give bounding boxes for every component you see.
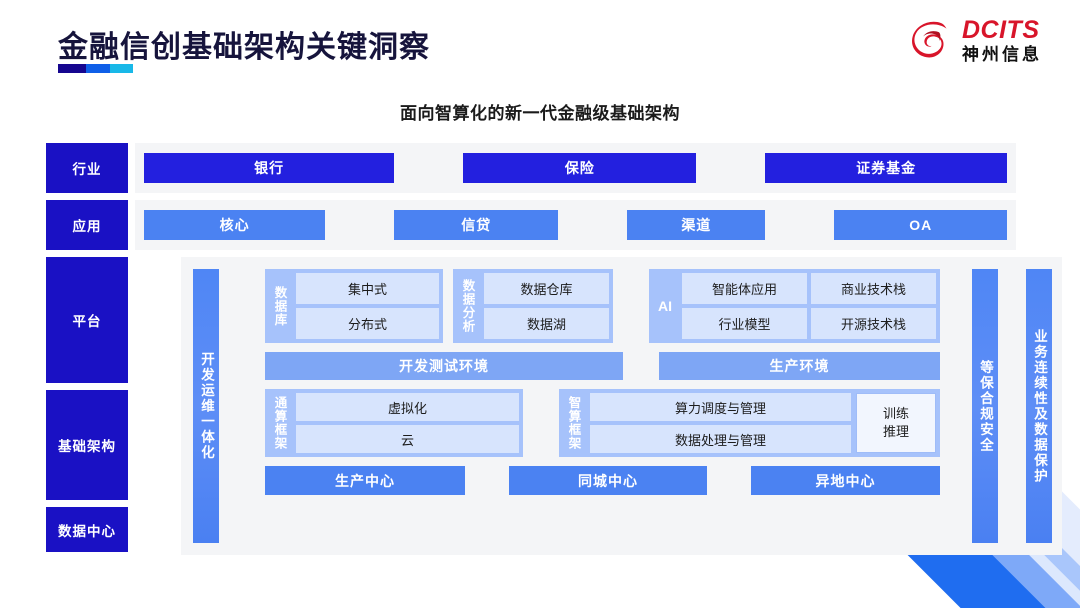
group-label-data-analysis: 数据分析	[460, 279, 475, 333]
row-datacenter: 数据中心	[46, 507, 1016, 552]
cell-industry-model[interactable]: 行业模型	[682, 308, 807, 339]
cell-data-lake[interactable]: 数据湖	[484, 308, 609, 339]
group-label-general-compute: 通算框架	[272, 396, 287, 450]
app-chip-credit[interactable]: 信贷	[394, 210, 559, 240]
group-database: 数据库 集中式 分布式	[265, 269, 443, 343]
cell-cloud[interactable]: 云	[296, 425, 519, 453]
industry-chip-securities[interactable]: 证券基金	[765, 153, 1007, 183]
group-data-analysis: 数据分析 数据仓库 数据湖	[453, 269, 613, 343]
app-chip-core[interactable]: 核心	[144, 210, 326, 240]
vertical-bar-compliance-security[interactable]: 等保合规安全	[972, 269, 998, 543]
industry-panel: 银行 保险 证券基金	[135, 143, 1016, 193]
cell-distributed[interactable]: 分布式	[296, 308, 439, 339]
cell-opensource-stack[interactable]: 开源技术栈	[811, 308, 936, 339]
label-training: 训练	[882, 405, 909, 421]
application-panel: 核心 信贷 渠道 OA	[135, 200, 1016, 250]
row-infrastructure: 基础架构	[46, 390, 1016, 500]
group-label-database: 数据库	[272, 285, 287, 327]
row-industry: 行业 银行 保险 证券基金	[46, 143, 1016, 193]
cell-agent-application[interactable]: 智能体应用	[682, 273, 807, 304]
cell-compute-scheduling[interactable]: 算力调度与管理	[590, 393, 851, 421]
platform-stack: 数据库 集中式 分布式 数据分析 数据仓库 数据湖	[265, 269, 940, 543]
subtitle: 面向智算化的新一代金融级基础架构	[400, 104, 680, 123]
logo-text-cn: 神州信息	[962, 45, 1042, 64]
vertical-bar-business-continuity[interactable]: 业务连续性及数据保护	[1026, 269, 1052, 543]
app-chip-channel[interactable]: 渠道	[627, 210, 766, 240]
bar-metro-center[interactable]: 同城中心	[509, 466, 707, 495]
row-platform: 平台	[46, 257, 1016, 383]
tier-label-industry: 行业	[46, 143, 128, 193]
cell-virtualization[interactable]: 虚拟化	[296, 393, 519, 421]
row-application: 应用 核心 信贷 渠道 OA	[46, 200, 1016, 250]
brand-logo: DCITS 神州信息	[910, 18, 1042, 63]
bar-dev-test-environment[interactable]: 开发测试环境	[265, 352, 623, 380]
industry-chip-insurance[interactable]: 保险	[463, 153, 697, 183]
group-label-ai: AI	[658, 298, 672, 314]
app-chip-oa[interactable]: OA	[834, 210, 1007, 240]
tier-label-datacenter: 数据中心	[46, 507, 128, 552]
tier-label-infrastructure: 基础架构	[46, 390, 128, 500]
dcits-swirl-logo-icon	[912, 21, 947, 57]
accent-segment-1	[58, 64, 86, 73]
cell-commercial-stack[interactable]: 商业技术栈	[811, 273, 936, 304]
page-title: 金融信创基础架构关键洞察	[58, 31, 430, 64]
logo-text-en: DCITS	[962, 16, 1040, 44]
group-ai: AI 智能体应用 商业技术栈 行业模型 开源技术栈	[649, 269, 940, 343]
vertical-bar-devops[interactable]: 开发运维一体化	[193, 269, 219, 543]
bar-remote-center[interactable]: 异地中心	[751, 466, 940, 495]
tier-label-platform: 平台	[46, 257, 128, 383]
bar-production-center[interactable]: 生产中心	[265, 466, 465, 495]
group-label-intelligent-compute: 智算框架	[566, 396, 581, 450]
tier-label-application: 应用	[46, 200, 128, 250]
bar-production-environment[interactable]: 生产环境	[659, 352, 940, 380]
accent-segment-2	[86, 64, 110, 73]
group-intelligent-compute-framework: 智算框架 算力调度与管理 数据处理与管理 训练 推理	[559, 389, 940, 457]
label-inference: 推理	[882, 424, 909, 439]
title-accent-bar	[58, 64, 133, 73]
box-training-inference[interactable]: 训练 推理	[856, 393, 936, 453]
cell-centralized[interactable]: 集中式	[296, 273, 439, 304]
architecture-diagram: 行业 银行 保险 证券基金 应用 核心 信贷 渠道 OA	[46, 143, 1062, 559]
group-general-compute-framework: 通算框架 虚拟化 云	[265, 389, 523, 457]
accent-segment-3	[110, 64, 133, 73]
cell-data-warehouse[interactable]: 数据仓库	[484, 273, 609, 304]
industry-chip-bank[interactable]: 银行	[144, 153, 395, 183]
platform-infrastructure-panel: 开发运维一体化 数据库 集中式 分布式 数据分析	[181, 257, 1062, 555]
cell-data-processing[interactable]: 数据处理与管理	[590, 425, 851, 453]
